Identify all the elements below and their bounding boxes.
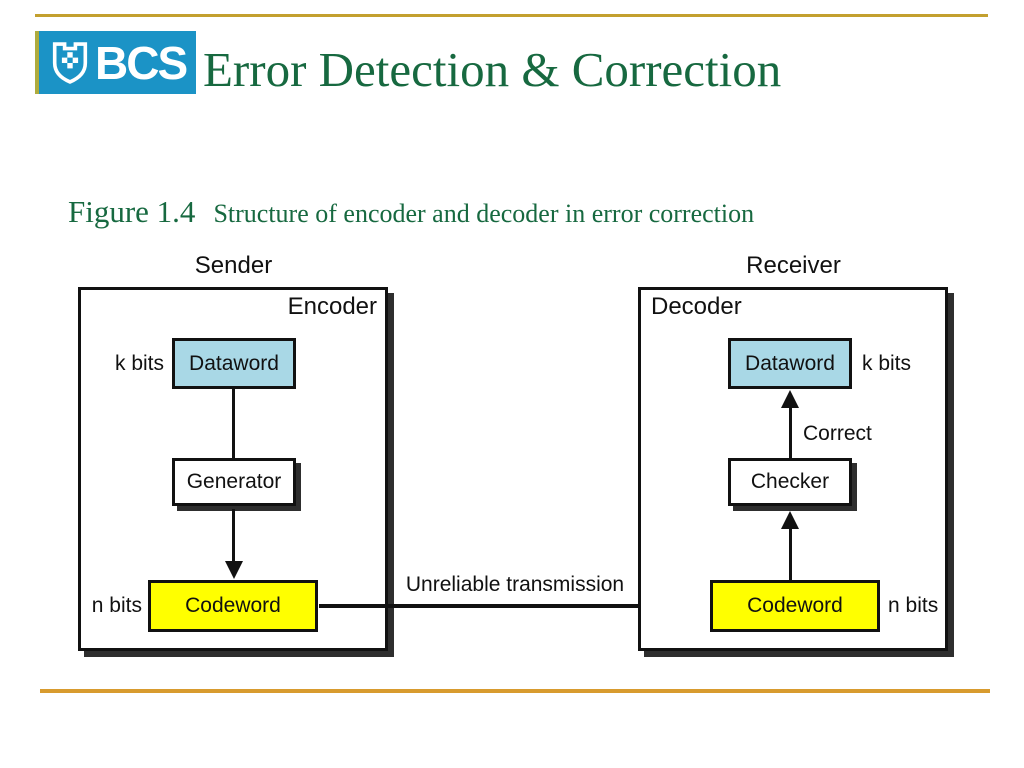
codeword-box-sender: Codeword [148, 580, 318, 632]
bcs-shield-icon [52, 41, 88, 85]
page-title: Error Detection & Correction [203, 42, 782, 97]
up-arrowhead-icon [781, 390, 799, 408]
k-bits-label-receiver: k bits [862, 352, 912, 375]
top-rule [35, 14, 988, 17]
codeword-checker-line [789, 527, 792, 580]
k-bits-label-sender: k bits [114, 352, 164, 375]
n-bits-label-receiver: n bits [888, 594, 939, 617]
generator-codeword-line [232, 509, 235, 563]
receiver-label: Receiver [746, 252, 841, 279]
correct-label: Correct [803, 422, 872, 445]
figure-caption: Figure 1.4 Structure of encoder and deco… [68, 194, 754, 230]
logo-accent-strip [35, 31, 39, 94]
encoder-label: Encoder [287, 293, 377, 320]
down-arrowhead-icon [225, 561, 243, 579]
checker-box: Checker [728, 458, 852, 506]
decoder-label: Decoder [651, 293, 742, 320]
n-bits-label-sender: n bits [91, 594, 142, 617]
checker-dataword-line [789, 406, 792, 458]
figure-label: Figure 1.4 [68, 194, 196, 229]
bcs-logo: BCS [39, 31, 196, 94]
generator-box: Generator [172, 458, 296, 506]
dataword-box-sender: Dataword [172, 338, 296, 389]
sender-label: Sender [194, 252, 273, 279]
figure-title: Structure of encoder and decoder in erro… [213, 199, 755, 228]
up-arrowhead-icon [781, 511, 799, 529]
channel-label: Unreliable transmission [405, 573, 625, 596]
bottom-rule [40, 689, 990, 693]
codeword-box-receiver: Codeword [710, 580, 880, 632]
dataword-generator-line [232, 389, 235, 458]
channel-arrow-line [319, 604, 695, 608]
logo-text: BCS [95, 36, 188, 89]
dataword-box-receiver: Dataword [728, 338, 852, 389]
